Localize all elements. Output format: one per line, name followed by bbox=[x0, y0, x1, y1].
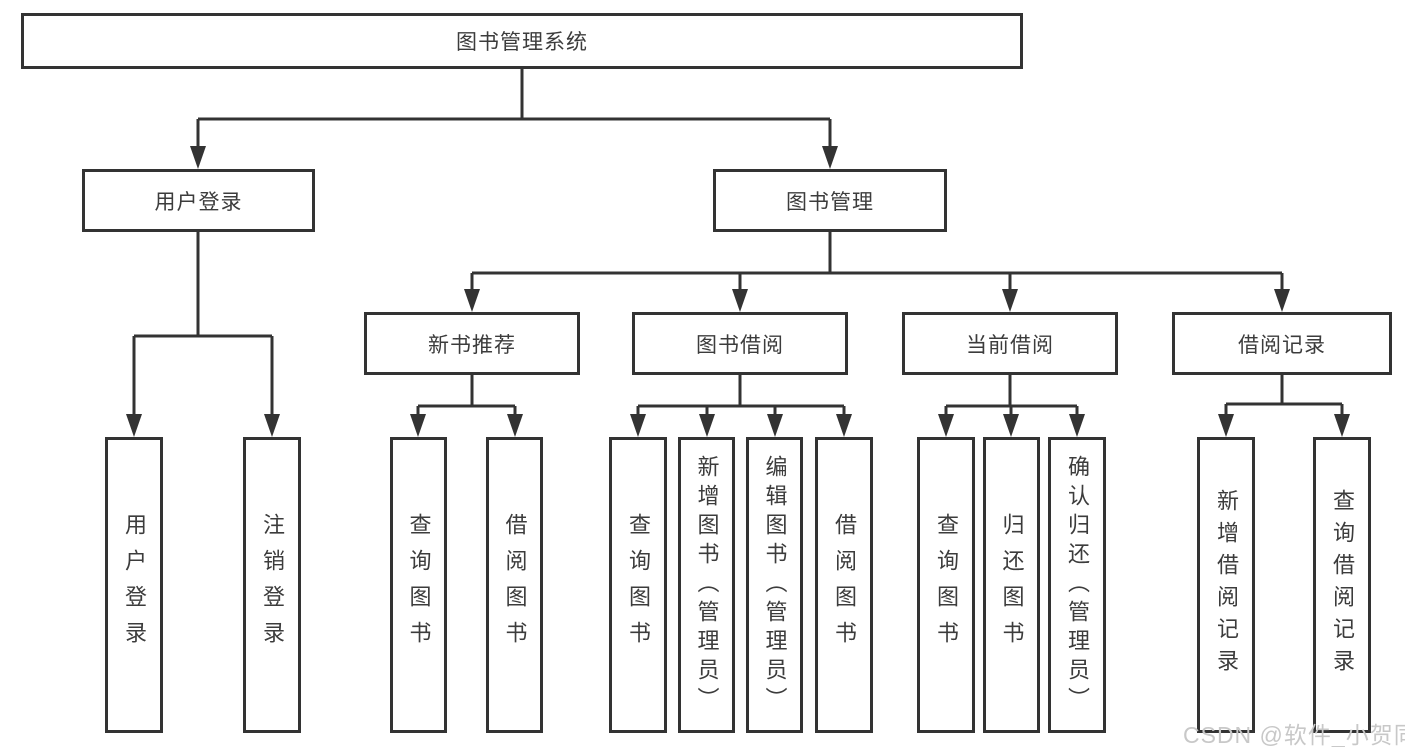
leaf-logout: 注销登录 bbox=[243, 437, 301, 733]
node-user-login-label: 用户登录 bbox=[154, 190, 243, 214]
leaf-user-login: 用户登录 bbox=[105, 437, 163, 733]
leaf-add-borrow-record: 新增借阅记录 bbox=[1197, 437, 1255, 733]
leaf-borrow-books-2: 借阅图书 bbox=[815, 437, 873, 733]
leaf-return-books: 归还图书 bbox=[983, 437, 1040, 733]
leaf-borrow-books-2-label: 借阅图书 bbox=[832, 513, 857, 657]
node-current-borrow: 当前借阅 bbox=[902, 312, 1118, 375]
leaf-borrow-books-1-label: 借阅图书 bbox=[502, 513, 528, 657]
leaf-borrow-books-1: 借阅图书 bbox=[486, 437, 543, 733]
leaf-query-borrow-record: 查询借阅记录 bbox=[1313, 437, 1371, 733]
node-book-management: 图书管理 bbox=[713, 169, 947, 232]
leaf-add-borrow-record-label: 新增借阅记录 bbox=[1214, 489, 1239, 681]
node-current-borrow-label: 当前借阅 bbox=[966, 333, 1054, 357]
node-new-book-recommend: 新书推荐 bbox=[364, 312, 580, 375]
leaf-logout-label: 注销登录 bbox=[260, 513, 285, 657]
node-book-management-label: 图书管理 bbox=[786, 190, 874, 214]
leaf-query-books-2-label: 查询图书 bbox=[626, 513, 651, 657]
leaf-edit-books-admin: 编辑图书（管理员） bbox=[746, 437, 803, 733]
leaf-return-books-label: 归还图书 bbox=[999, 513, 1025, 657]
leaf-query-borrow-record-label: 查询借阅记录 bbox=[1330, 489, 1355, 681]
node-book-borrow-label: 图书借阅 bbox=[696, 333, 784, 357]
node-book-borrow: 图书借阅 bbox=[632, 312, 848, 375]
leaf-confirm-return-admin: 确认归还（管理员） bbox=[1048, 437, 1106, 733]
leaf-query-books-1: 查询图书 bbox=[390, 437, 447, 733]
node-root: 图书管理系统 bbox=[21, 13, 1023, 69]
node-borrow-records-label: 借阅记录 bbox=[1238, 333, 1326, 357]
leaf-user-login-label: 用户登录 bbox=[122, 513, 147, 657]
node-user-login: 用户登录 bbox=[82, 169, 315, 232]
leaf-confirm-return-admin-label: 确认归还（管理员） bbox=[1065, 454, 1090, 716]
node-new-book-recommend-label: 新书推荐 bbox=[428, 333, 516, 357]
leaf-add-books-admin-label: 新增图书（管理员） bbox=[694, 454, 720, 716]
leaf-edit-books-admin-label: 编辑图书（管理员） bbox=[762, 454, 788, 716]
leaf-query-books-3: 查询图书 bbox=[917, 437, 975, 733]
node-root-label: 图书管理系统 bbox=[456, 31, 588, 54]
leaf-query-books-2: 查询图书 bbox=[609, 437, 667, 733]
leaf-query-books-3-label: 查询图书 bbox=[934, 513, 959, 657]
leaf-add-books-admin: 新增图书（管理员） bbox=[678, 437, 735, 733]
leaf-query-books-1-label: 查询图书 bbox=[406, 513, 432, 657]
arrowhead-icons bbox=[126, 146, 1350, 437]
node-borrow-records: 借阅记录 bbox=[1172, 312, 1392, 375]
watermark: CSDN @软件_小贺同学 bbox=[1183, 722, 1405, 747]
